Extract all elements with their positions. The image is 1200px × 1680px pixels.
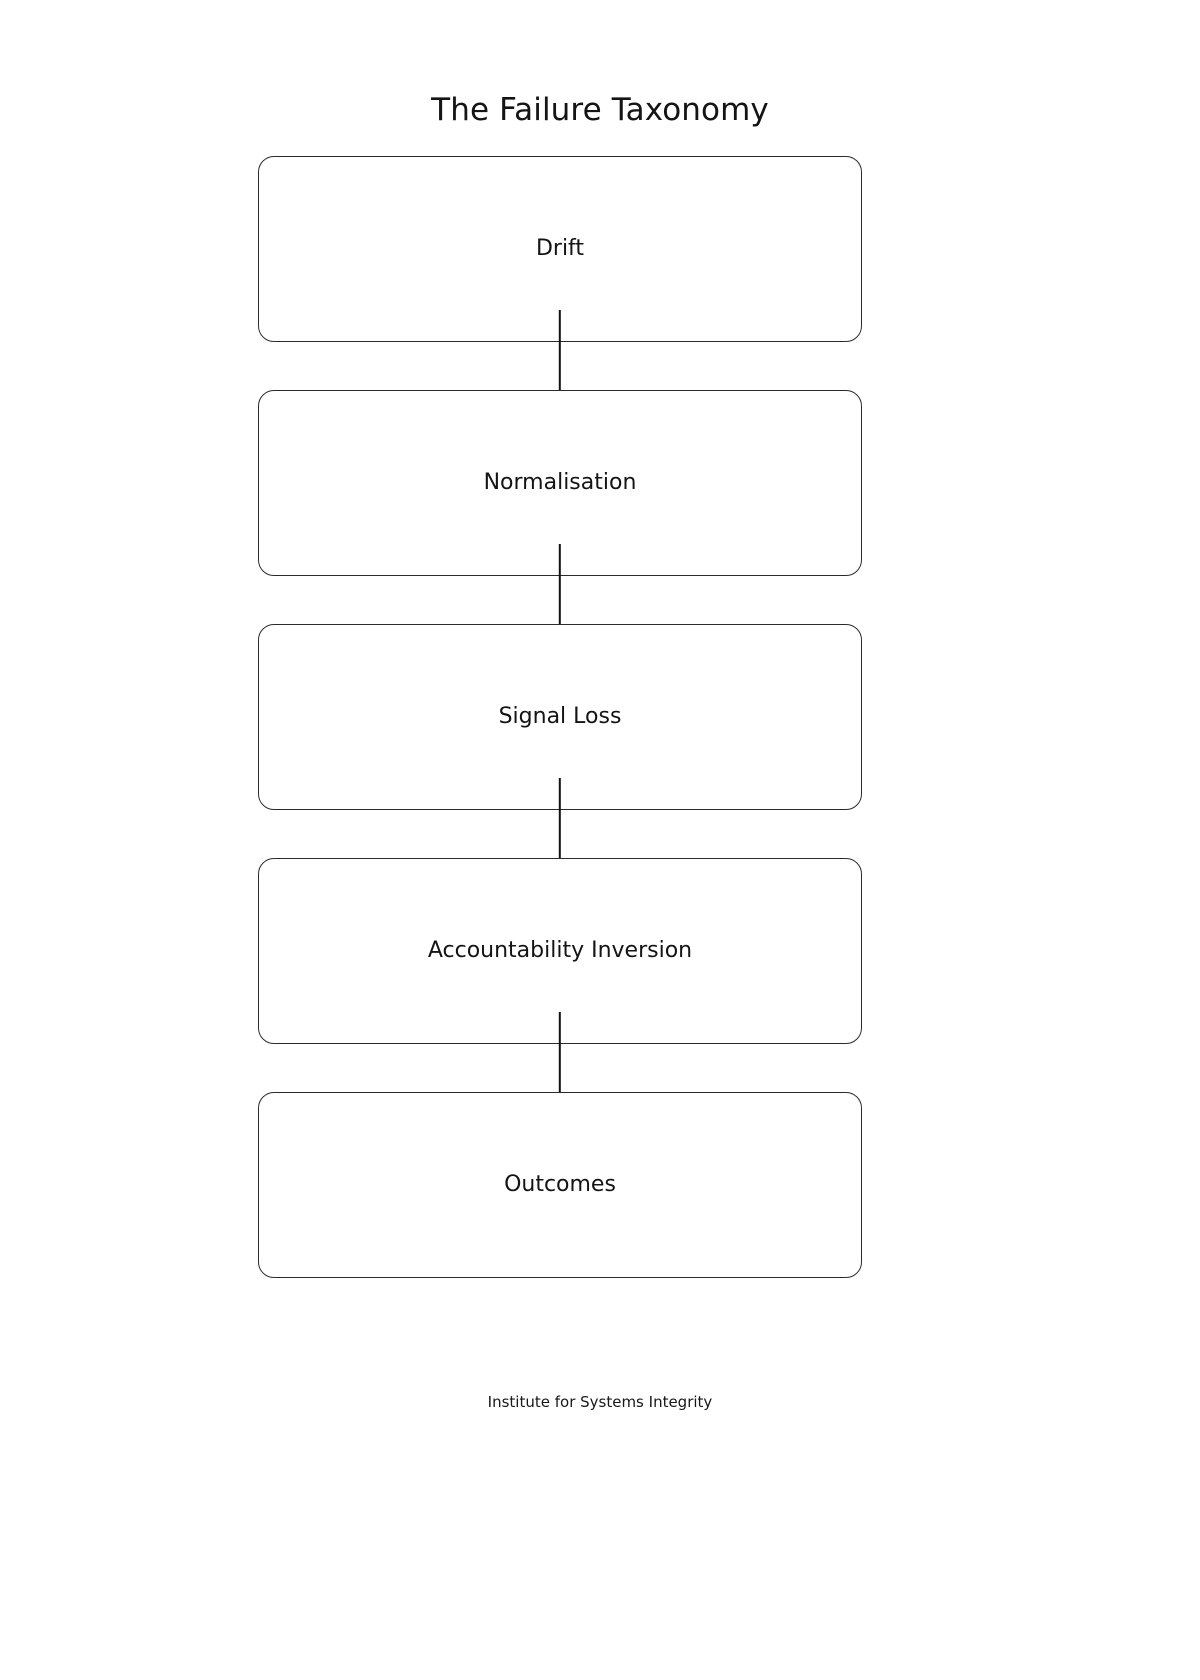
- page-title: The Failure Taxonomy: [431, 92, 769, 128]
- connector-signal-loss-to-accountability-inversion: [558, 778, 562, 890]
- connector-drift-to-normalisation: [558, 310, 562, 422]
- flow-node-label: Accountability Inversion: [427, 937, 693, 963]
- footer-attribution: Institute for Systems Integrity: [487, 1393, 713, 1411]
- flow-node-outcomes[interactable]: Outcomes: [258, 1092, 862, 1278]
- connector-gap: [258, 310, 862, 422]
- connector-gap: [258, 544, 862, 656]
- connector-gap: [258, 1012, 862, 1124]
- flow-node-signal-loss[interactable]: Signal Loss: [258, 624, 862, 810]
- flow-node-label: Outcomes: [504, 1171, 616, 1197]
- flow-chain: Drift Normalisation Signal Loss Accounta…: [258, 156, 862, 1278]
- flow-node-normalisation[interactable]: Normalisation: [258, 390, 862, 576]
- flow-node-label: Normalisation: [483, 469, 637, 495]
- connector-accountability-inversion-to-outcomes: [558, 1012, 562, 1124]
- connector-normalisation-to-signal-loss: [558, 544, 562, 656]
- flow-node-label: Signal Loss: [498, 703, 622, 729]
- connector-gap: [258, 778, 862, 890]
- flow-node-label: Drift: [535, 235, 585, 261]
